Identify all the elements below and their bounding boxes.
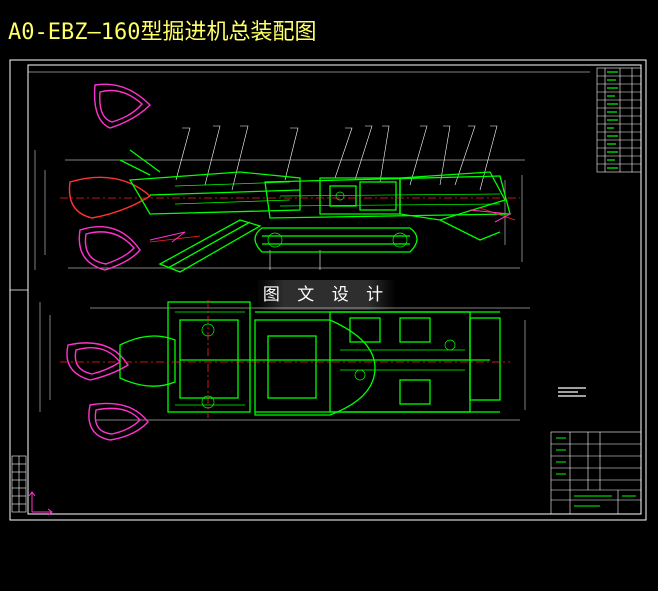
plan-view-centerline — [60, 300, 510, 418]
revision-table — [11, 455, 27, 513]
plan-view-machine — [119, 301, 501, 416]
side-view-detail — [174, 181, 501, 248]
title-block — [550, 431, 642, 515]
side-view-machine — [119, 149, 511, 273]
side-view-centerlines — [60, 197, 520, 243]
title-block-entries — [556, 437, 636, 507]
technical-note-block — [558, 387, 586, 397]
watermark-text: 图 文 设 计 — [256, 280, 396, 310]
magenta-arrows — [149, 209, 512, 243]
plan-view-dimensions — [39, 302, 530, 421]
drawing-title: A0-EBZ—160型掘进机总装配图 — [8, 20, 317, 45]
cutter-head-positions — [68, 83, 152, 271]
parts-list-table — [596, 67, 642, 173]
plan-cutter-heads — [66, 342, 149, 441]
parts-list-entries — [607, 71, 618, 169]
ucs-axis-icon — [28, 491, 53, 516]
side-view-leaders — [175, 125, 498, 270]
side-view-dimensions — [34, 150, 525, 270]
sheet-inner-border — [27, 64, 642, 515]
